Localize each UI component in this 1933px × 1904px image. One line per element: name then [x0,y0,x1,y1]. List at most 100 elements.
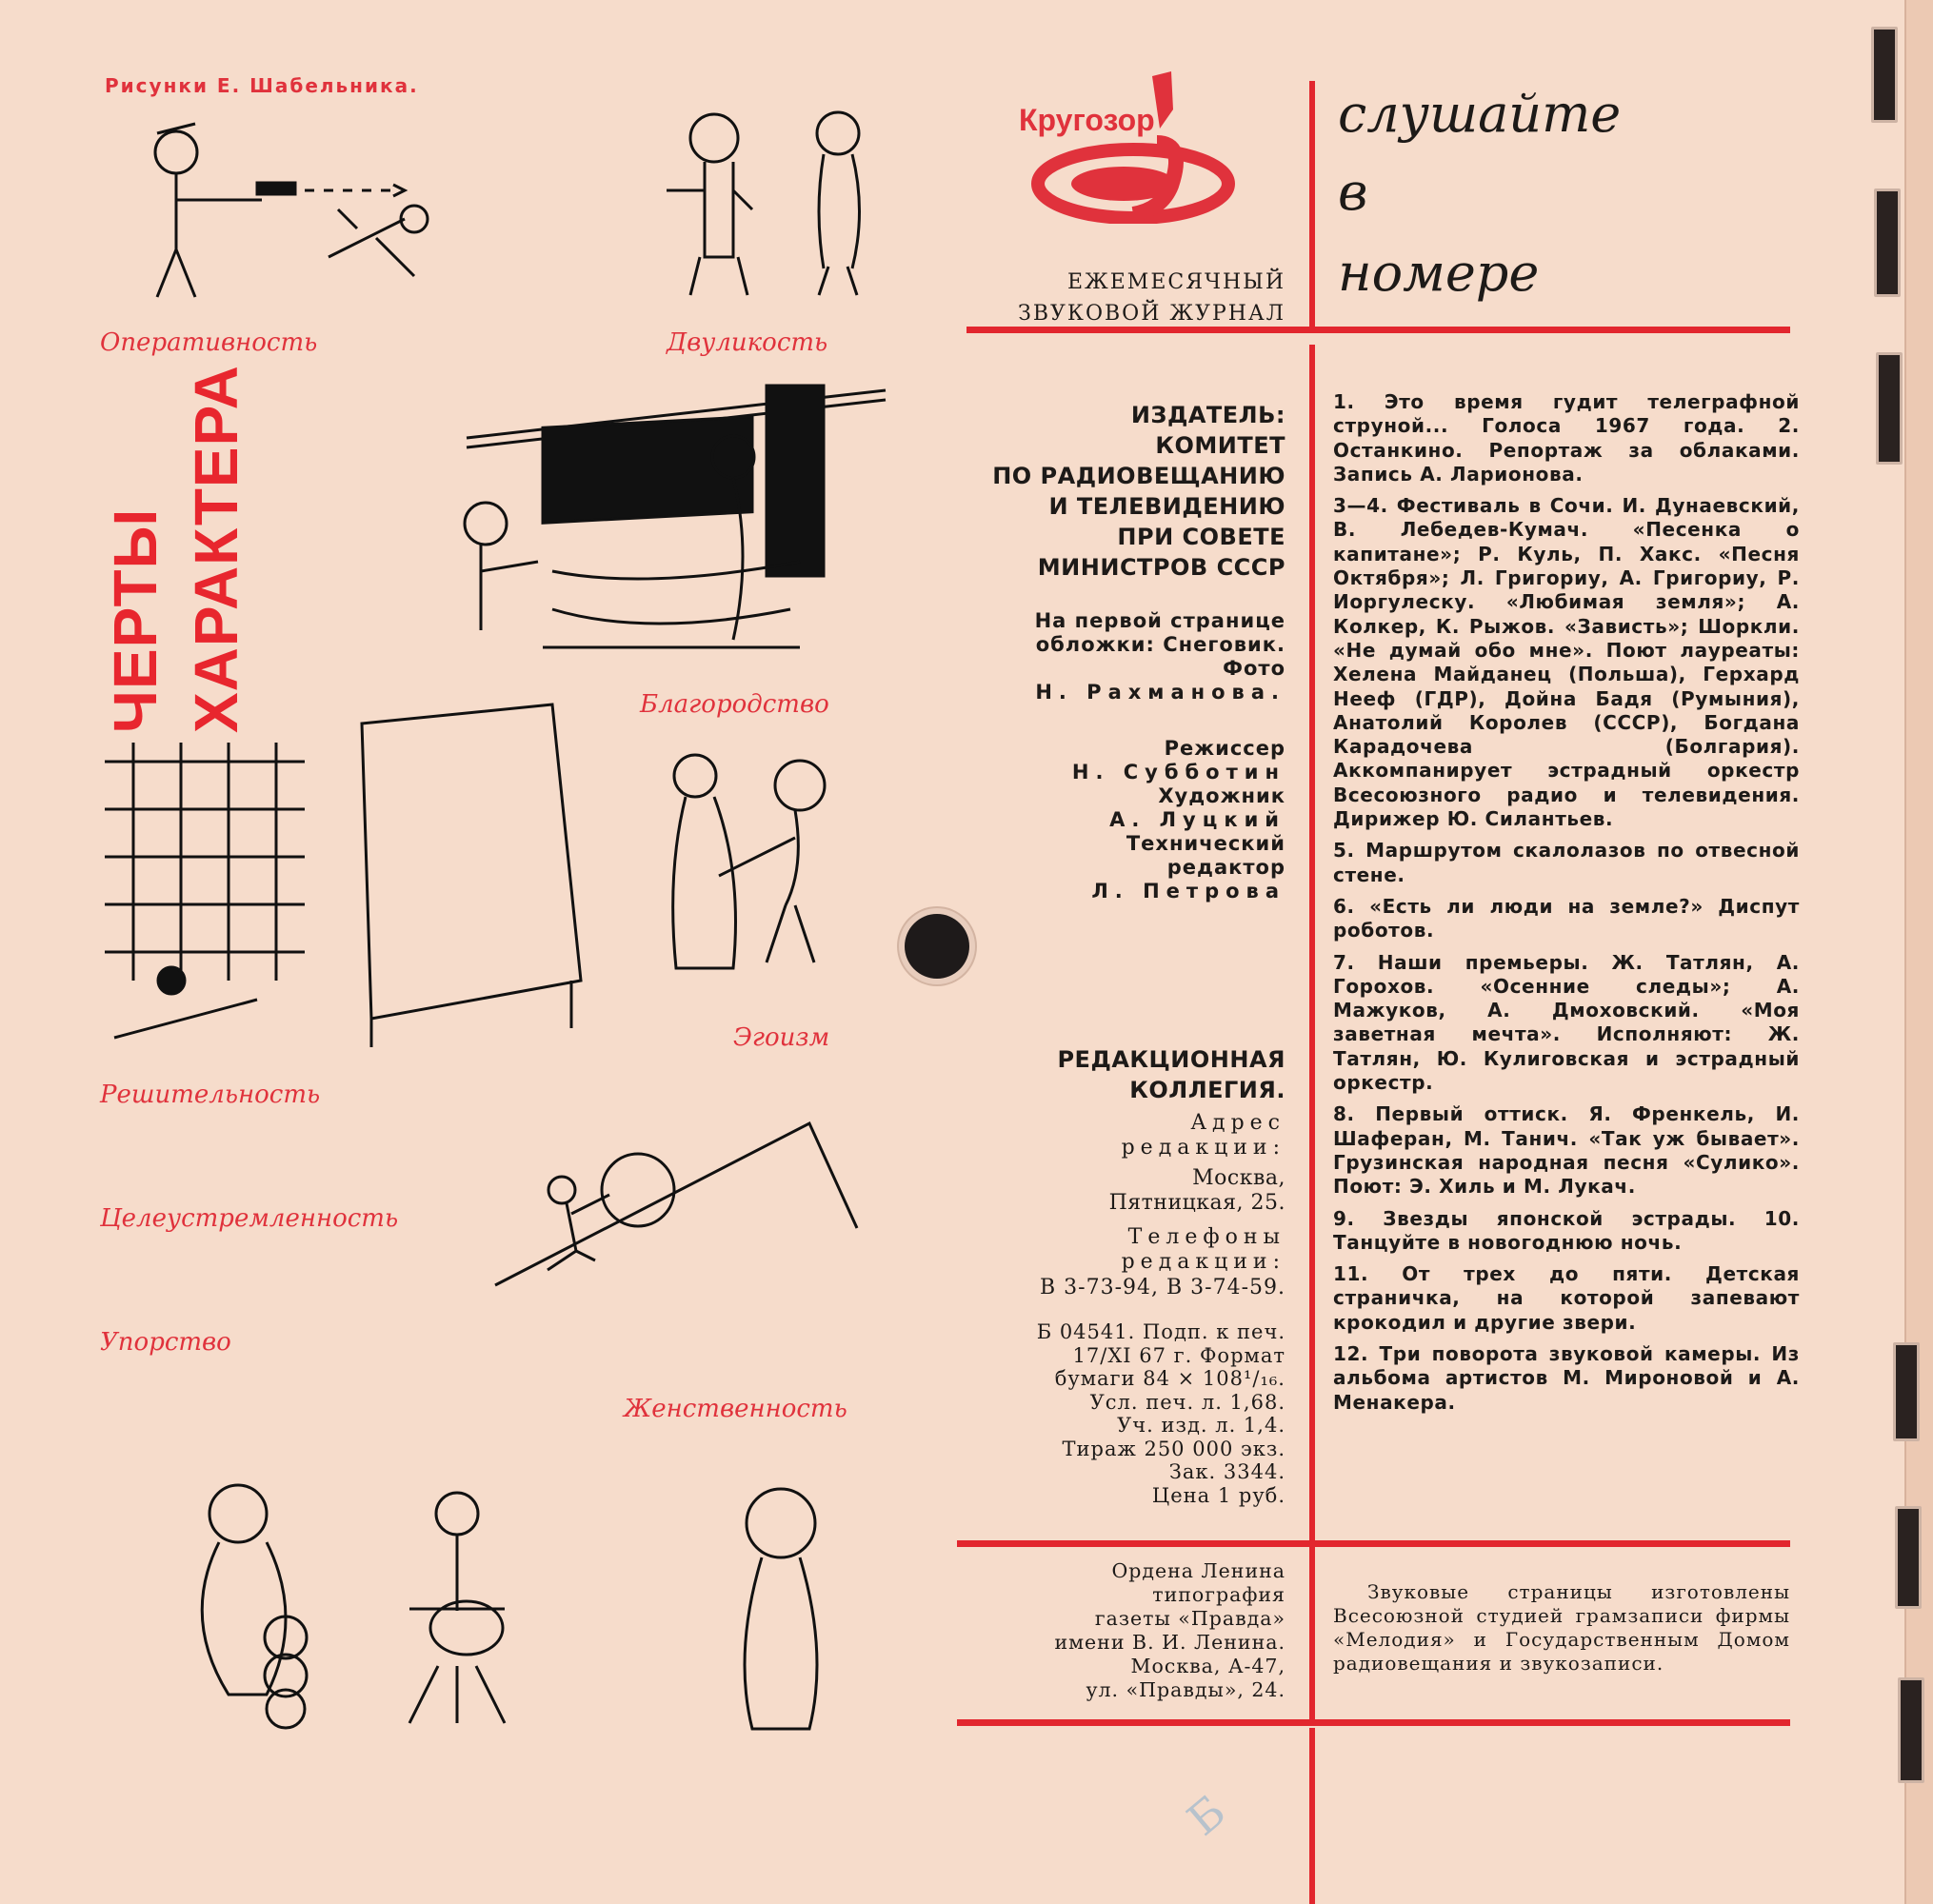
editorial-block: РЕДАКЦИОННАЯ КОЛЛЕГИЯ. Адрес редакции: М… [933,1044,1285,1507]
contents-item: 5. Маршрутом скалолазов по отвесной стен… [1333,839,1800,886]
cartoon-metro-car-illustration [463,384,887,649]
section-title-line2: ХАРАКТЕРА [182,365,250,733]
phones-label-line: Телефоны [1127,1225,1285,1249]
staff-line: Технический [1126,832,1285,855]
caption-blagorodstvo: Благородство [640,690,829,719]
printer-line: имени В. И. Ленина. [1054,1631,1285,1654]
cover-note-line: На первой странице [1034,609,1285,632]
magazine-subtitle: ЕЖЕМЕСЯЧНЫЙ ЗВУКОВОЙ ЖУРНАЛ [1009,267,1285,329]
publisher-line: МИНИСТРОВ СССР [1037,554,1285,581]
bottom-divider-rule [1309,1728,1315,1904]
binding-spine [1904,0,1933,1904]
address-label-line: Адрес [1190,1111,1285,1135]
cartoon-gunman-illustration [153,122,429,298]
staff-line: Режиссер [1164,737,1285,760]
caption-dvulikost: Двуликость [667,328,828,357]
cover-note-line: Фото [1223,657,1285,680]
contents-list: 1. Это время гудит телеграфной струной..… [1333,390,1800,1422]
publisher-block: ИЗДАТЕЛЬ: КОМИТЕТ ПО РАДИОВЕЩАНИЮ И ТЕЛЕ… [933,400,1285,903]
binding-slot [1871,27,1898,123]
rule-middle [957,1540,1790,1547]
staff-line: Н. Субботин [1071,761,1285,783]
cover-note: На первой странице обложки: Снеговик. Фо… [933,609,1285,704]
heading-issue: номере [1338,243,1540,303]
column-divider-rule [1309,345,1315,1554]
caption-operativnost: Оперативность [100,328,318,357]
printer-line: Москва, А-47, [1130,1655,1285,1677]
imprint-line: Цена 1 руб. [1151,1483,1285,1507]
binding-slot [1895,1506,1922,1609]
binding-slot [1874,188,1901,297]
address-label-line: редакции: [1121,1136,1285,1160]
imprint-line: Уч. изд. л. 1,4. [1117,1414,1285,1437]
illustrations-credit: Рисунки Е. Шабельника. [105,74,419,97]
address-line: Пятницкая, 25. [1108,1191,1285,1215]
krugozor-logo-text: Кругозор [1019,103,1155,137]
cartoon-two-faced-illustration [667,110,861,296]
imprint: Б 04541. Подп. к печ. 17/XI 67 г. Формат… [933,1320,1285,1507]
editorial-title-line2: КОЛЛЕГИЯ. [1129,1077,1285,1103]
imprint-line: Тираж 250 000 экз. [1062,1437,1285,1460]
sound-pages-note: Звуковые страницы изготовлены Всесоюзной… [1333,1580,1790,1675]
address: Москва, Пятницкая, 25. [933,1166,1285,1216]
rule-top [966,327,1790,333]
imprint-line: 17/XI 67 г. Формат [1072,1343,1285,1367]
heading-in: в [1338,162,1368,222]
section-title: ЧЕРТЫ ХАРАКТЕРА [100,365,290,733]
contents-item: 3—4. Фестиваль в Сочи. И. Дунаевский, В.… [1333,494,1800,831]
staff-line: редактор [1166,856,1285,879]
imprint-line: Усл. печ. л. 1,68. [1089,1390,1285,1414]
publisher-line: ПО РАДИОВЕЩАНИЮ [992,463,1285,489]
staff-credits: Режиссер Н. Субботин Художник А. Луцкий … [933,737,1285,903]
masthead-divider-rule [1309,81,1315,333]
binding-slot [1893,1342,1920,1441]
publisher-line: КОМИТЕТ [1155,432,1285,459]
phones-label: Телефоны редакции: [933,1225,1285,1275]
binding-slot [1898,1677,1924,1783]
publisher-line: ПРИ СОВЕТЕ [1117,524,1285,550]
contents-item: 6. «Есть ли люди на земле?» Диспут робот… [1333,894,1800,942]
cover-note-line: обложки: Снеговик. [1035,633,1285,656]
address-line: Москва, [1192,1166,1285,1190]
address-label: Адрес редакции: [933,1111,1285,1160]
caption-egoizm: Эгоизм [733,1023,830,1052]
staff-line: Л. Петрова [1091,880,1285,902]
spindle-hole [905,914,969,979]
rule-bottom [957,1719,1790,1726]
caption-reshitelnost: Решительность [100,1081,321,1109]
cartoon-sisyphus-illustration [494,1121,859,1287]
printer-info: Ордена Ленина типография газеты «Правда»… [990,1559,1285,1702]
contents-item: 8. Первый оттиск. Я. Френкель, И. Шафера… [1333,1102,1800,1199]
contents-item: 12. Три поворота звуковой камеры. Из аль… [1333,1341,1800,1414]
subtitle-line2: ЗВУКОВОЙ ЖУРНАЛ [1018,302,1285,326]
phones: В 3-73-94, В 3-74-59. [1039,1276,1285,1299]
staff-line: А. Луцкий [1109,808,1285,831]
imprint-line: бумаги 84 × 108¹/₁₆. [1054,1367,1285,1390]
staff-line: Художник [1158,784,1285,807]
printer-line: газеты «Правда» [1094,1607,1285,1630]
cover-note-line: Н. Рахманова. [1035,681,1285,704]
printer-line: ул. «Правды», 24. [1086,1678,1285,1701]
editorial-title-line1: РЕДАКЦИОННАЯ [1057,1046,1285,1073]
subtitle-line1: ЕЖЕМЕСЯЧНЫЙ [1066,270,1285,294]
contents-item: 1. Это время гудит телеграфной струной..… [1333,390,1800,486]
contents-item: 9. Звезды японской эстрады. 10. Танцуйте… [1333,1206,1800,1254]
heading-listen: слушайте [1338,84,1622,144]
publisher-line: И ТЕЛЕВИДЕНИЮ [1048,493,1285,520]
caption-zhenstvennost: Женственность [624,1395,847,1423]
cartoon-easel-illustration [105,703,583,1047]
phones-label-line: редакции: [1121,1250,1285,1274]
library-stamp: Б [1177,1785,1236,1846]
publisher-label: ИЗДАТЕЛЬ: [1130,402,1285,428]
binding-slot [1876,352,1903,465]
imprint-line: Б 04541. Подп. к печ. [1036,1320,1285,1343]
caption-uporstvo: Упорство [100,1328,231,1357]
cartoon-potter-and-lady-illustration [200,1483,819,1731]
contents-item: 7. Наши премьеры. Ж. Татлян, А. Горохов.… [1333,950,1800,1095]
imprint-line: Зак. 3344. [1168,1460,1285,1483]
cartoon-gentleman-lady-illustration [671,753,827,970]
printer-line: Ордена Ленина [1111,1559,1285,1582]
printer-line: типография [1152,1583,1285,1606]
contents-item: 11. От трех до пяти. Детская страничка, … [1333,1262,1800,1334]
footer-divider-rule [1309,1552,1315,1723]
